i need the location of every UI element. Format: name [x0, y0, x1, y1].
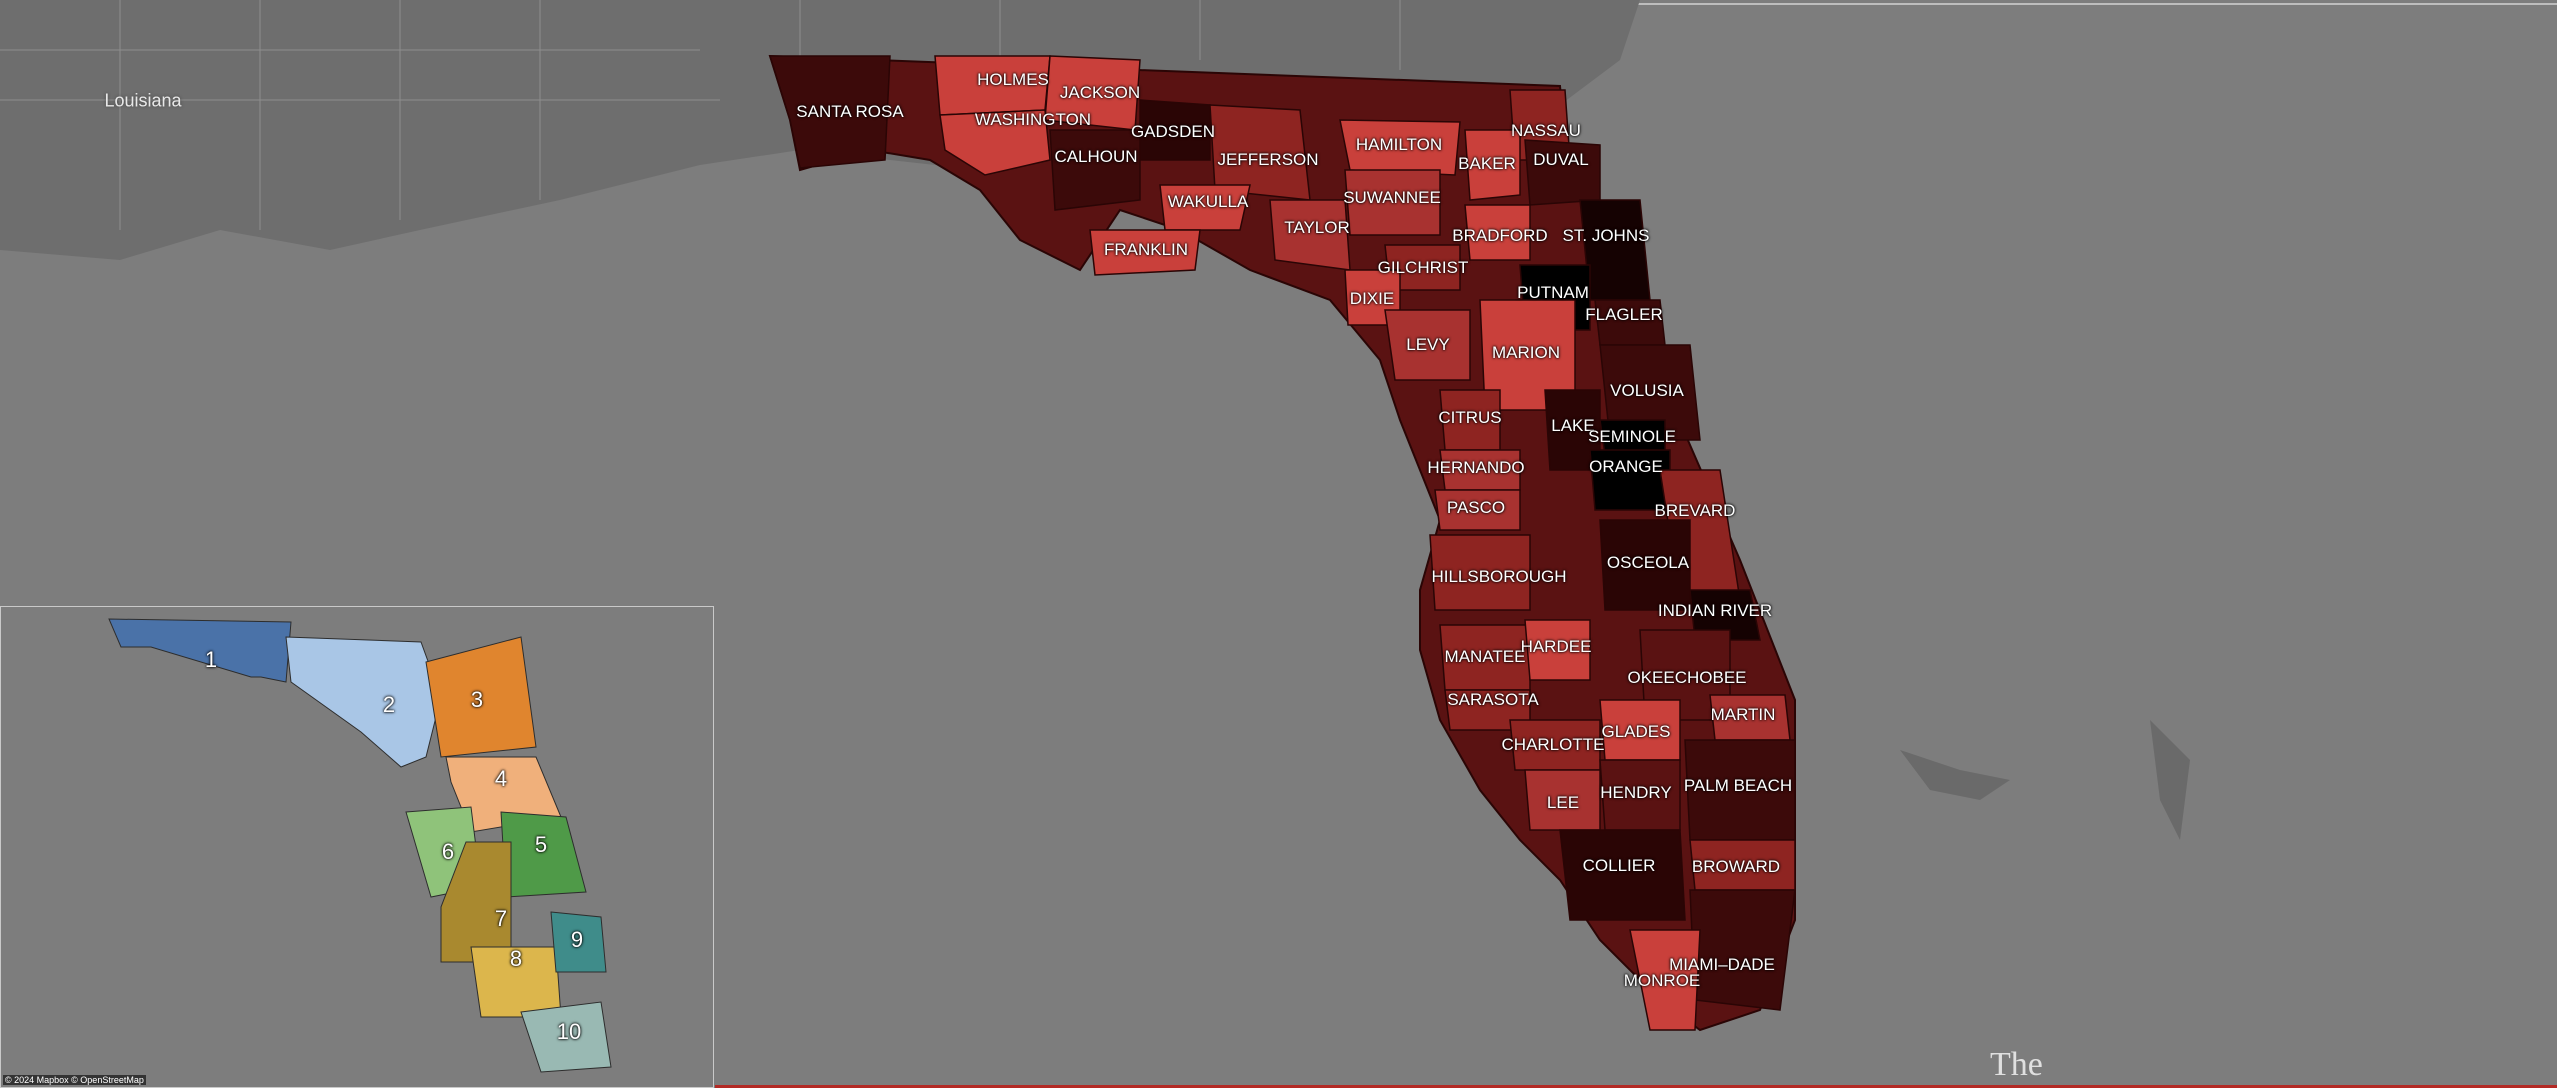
region-shape[interactable] [550, 911, 607, 973]
county-shape[interactable] [1599, 344, 1701, 441]
corner-text: The [1990, 1046, 2043, 1083]
county-shape[interactable] [1599, 759, 1681, 831]
county-shape[interactable] [1139, 99, 1211, 161]
county-shape[interactable] [1434, 489, 1521, 531]
county-shape[interactable] [1439, 449, 1521, 491]
region-shape[interactable] [425, 636, 537, 758]
county-shape[interactable] [1709, 694, 1791, 741]
county-shape[interactable] [1599, 699, 1681, 761]
county-shape[interactable] [768, 55, 891, 169]
county-shape[interactable] [1439, 389, 1501, 451]
region-shape[interactable] [108, 618, 292, 683]
county-shape[interactable] [1269, 199, 1351, 271]
region-shape[interactable] [520, 1001, 612, 1073]
county-shape[interactable] [1629, 929, 1701, 1031]
county-shape[interactable] [1044, 55, 1141, 131]
county-shape[interactable] [1559, 829, 1686, 921]
county-shape[interactable] [1524, 769, 1601, 831]
county-shape[interactable] [1439, 624, 1531, 691]
county-shape[interactable] [1049, 129, 1141, 211]
county-shape[interactable] [1339, 119, 1461, 176]
county-shape[interactable] [1689, 889, 1796, 1011]
region-shape[interactable] [500, 811, 587, 898]
region-shapes [108, 618, 612, 1073]
county-shape[interactable] [934, 55, 1051, 116]
county-shape[interactable] [1689, 589, 1761, 641]
county-shape[interactable] [1464, 129, 1521, 201]
county-shape[interactable] [1524, 619, 1591, 681]
county-shape[interactable] [939, 109, 1051, 176]
county-shape[interactable] [1089, 229, 1201, 276]
county-shape[interactable] [1689, 839, 1796, 891]
map-attribution: © 2024 Mapbox © OpenStreetMap [3, 1075, 146, 1085]
county-shape[interactable] [1509, 719, 1601, 771]
county-shape[interactable] [1599, 519, 1691, 611]
region-shape[interactable] [470, 946, 562, 1018]
county-shape[interactable] [1684, 739, 1796, 841]
region-shape[interactable] [285, 636, 442, 768]
county-shape[interactable] [1384, 309, 1471, 381]
county-shape[interactable] [1589, 449, 1671, 511]
county-shape[interactable] [1159, 184, 1251, 231]
county-shape[interactable] [1344, 169, 1441, 236]
bottom-border [715, 1085, 2557, 1088]
county-shape[interactable] [1594, 299, 1666, 346]
county-shape[interactable] [1524, 139, 1601, 206]
county-shape[interactable] [1464, 204, 1531, 261]
county-shape[interactable] [1429, 534, 1531, 611]
